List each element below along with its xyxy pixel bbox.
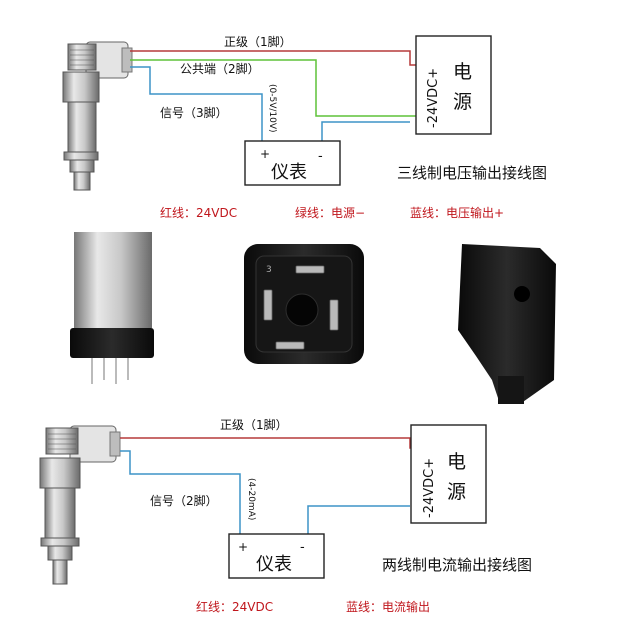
svg-text:3: 3 bbox=[266, 265, 272, 275]
top-meter-minus: - bbox=[318, 149, 323, 164]
top-power-label-1: 电 bbox=[453, 61, 472, 83]
bottom-meter-minus: - bbox=[300, 540, 305, 555]
top-range-label: (0-5V/10V) bbox=[267, 84, 277, 133]
connector-face-photo: 3 bbox=[244, 244, 364, 364]
top-meter-box bbox=[244, 140, 341, 186]
top-meter: + - 仪表 bbox=[244, 140, 341, 186]
top-power-label-2: 源 bbox=[453, 91, 472, 113]
bottom-legend-blue: 蓝线：电流输出 bbox=[346, 599, 430, 614]
bottom-power-label-1: 电 bbox=[447, 451, 466, 473]
bottom-wire-pos-label: 正级（1脚） bbox=[220, 417, 288, 432]
top-power-supply: -24VDC+ 电 源 bbox=[415, 35, 492, 135]
bottom-power-label-2: 源 bbox=[447, 481, 466, 503]
bottom-wire-sig-label: 信号（2脚） bbox=[150, 493, 218, 508]
bottom-meter-box bbox=[228, 533, 325, 579]
bottom-red-wire bbox=[120, 437, 426, 449]
top-blue-return-wire bbox=[321, 121, 410, 141]
top-meter-label: 仪表 bbox=[271, 162, 307, 183]
top-sensor-illustration bbox=[62, 41, 133, 191]
top-wire-pos-label: 正级（1脚） bbox=[224, 34, 292, 49]
top-wires bbox=[130, 50, 426, 141]
top-green-wire bbox=[130, 59, 426, 117]
sensor-body-photo bbox=[70, 232, 154, 384]
bottom-wires bbox=[120, 437, 426, 534]
top-diagram-title: 三线制电压输出接线图 bbox=[397, 164, 547, 182]
bottom-legend: 红线：24VDC 蓝线：电流输出 bbox=[196, 599, 430, 614]
bottom-meter-label: 仪表 bbox=[256, 554, 292, 575]
bottom-power-supply: -24VDC+ 电 源 bbox=[410, 424, 487, 524]
bottom-sensor-illustration bbox=[39, 425, 121, 585]
bottom-blue-wire bbox=[120, 450, 241, 534]
bottom-meter: + - 仪表 bbox=[228, 533, 325, 579]
top-power-box bbox=[415, 35, 492, 135]
top-legend-blue: 蓝线：电压输出+ bbox=[410, 205, 504, 220]
connector-housing-photo bbox=[458, 244, 556, 404]
bottom-power-volt: -24VDC+ bbox=[422, 458, 437, 518]
bottom-diagram-title: 两线制电流输出接线图 bbox=[382, 556, 532, 574]
top-wire-sig-label: 信号（3脚） bbox=[160, 105, 228, 120]
bottom-meter-plus: + bbox=[238, 540, 248, 554]
top-legend-red: 红线：24VDC bbox=[160, 205, 237, 220]
bottom-range-label: (4-20mA) bbox=[246, 478, 256, 520]
top-blue-wire bbox=[130, 66, 263, 141]
bottom-power-box bbox=[410, 424, 487, 524]
top-power-volt: -24VDC+ bbox=[426, 68, 441, 128]
top-legend: 红线：24VDC 绿线：电源− 蓝线：电压输出+ bbox=[160, 205, 504, 220]
bottom-blue-return-wire bbox=[307, 505, 410, 534]
top-legend-green: 绿线：电源− bbox=[295, 205, 365, 220]
top-meter-plus: + bbox=[260, 147, 270, 161]
bottom-legend-red: 红线：24VDC bbox=[196, 599, 273, 614]
top-wire-com-label: 公共端（2脚） bbox=[180, 61, 260, 76]
top-red-wire bbox=[130, 50, 426, 66]
